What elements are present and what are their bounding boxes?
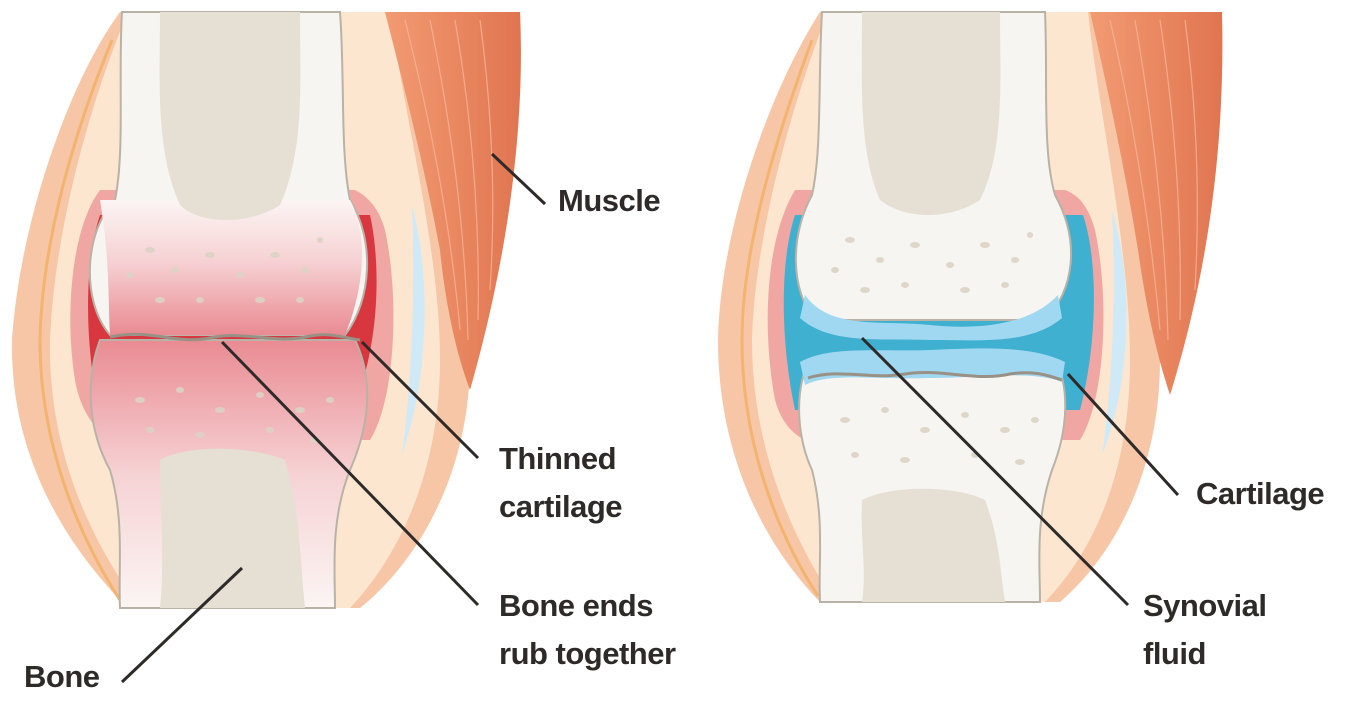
- label-thinned-cartilage: Thinned cartilage: [499, 435, 622, 531]
- label-synovial-fluid-line2: fluid: [1143, 630, 1267, 678]
- right-joint: [718, 12, 1222, 602]
- left-joint: [12, 12, 521, 608]
- label-thinned-cartilage-line2: cartilage: [499, 483, 622, 531]
- label-synovial-fluid: Synovial fluid: [1143, 582, 1267, 678]
- label-bone: Bone: [24, 653, 100, 701]
- label-thinned-cartilage-line1: Thinned: [499, 435, 622, 483]
- label-bone-ends-line2: rub together: [499, 630, 676, 678]
- label-bone-ends-line1: Bone ends: [499, 582, 676, 630]
- label-synovial-fluid-line1: Synovial: [1143, 582, 1267, 630]
- label-cartilage: Cartilage: [1196, 470, 1324, 518]
- label-muscle: Muscle: [558, 177, 660, 225]
- label-bone-ends: Bone ends rub together: [499, 582, 676, 678]
